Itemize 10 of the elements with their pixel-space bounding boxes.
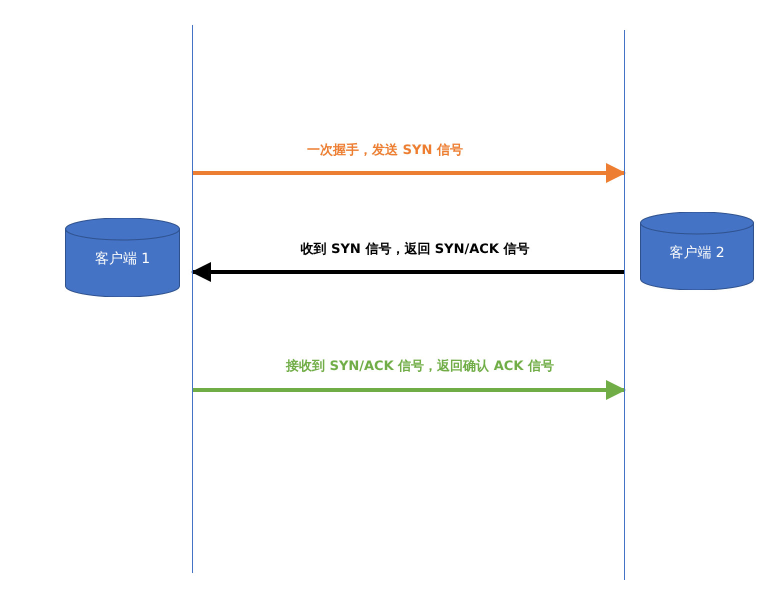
arrow bbox=[191, 262, 624, 282]
edge-label: 接收到 SYN/ACK 信号，返回确认 ACK 信号 bbox=[286, 358, 554, 375]
node-label: 客户端 2 bbox=[668, 244, 726, 262]
arrow bbox=[193, 163, 626, 183]
lifeline bbox=[192, 25, 193, 573]
node-label: 客户端 1 bbox=[94, 250, 152, 268]
arrow bbox=[193, 380, 626, 400]
edge-label: 收到 SYN 信号，返回 SYN/ACK 信号 bbox=[300, 240, 530, 258]
edge-label: 一次握手，发送 SYN 信号 bbox=[307, 142, 463, 159]
lifeline bbox=[624, 30, 625, 580]
